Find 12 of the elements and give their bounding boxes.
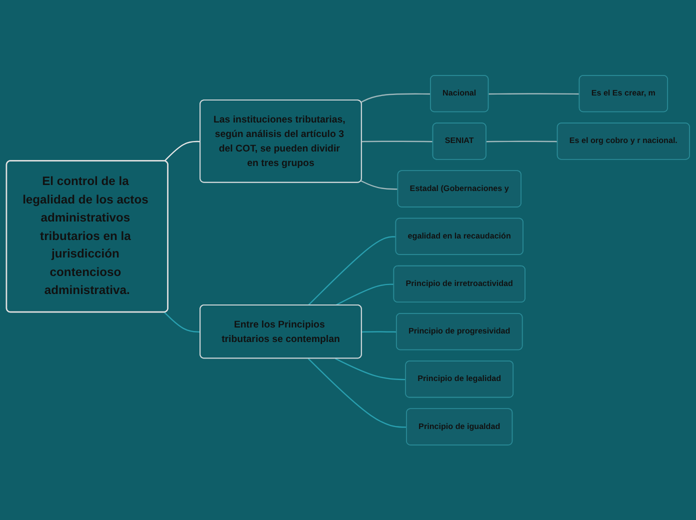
connector (362, 330, 397, 332)
connector (360, 93, 431, 103)
connector (486, 140, 558, 142)
connector (308, 236, 396, 306)
connector (360, 180, 398, 190)
connector (164, 140, 200, 162)
connector (335, 358, 406, 380)
connector (164, 312, 200, 332)
connector (488, 92, 580, 94)
connector (308, 358, 407, 428)
connector (362, 140, 434, 142)
connector (335, 284, 394, 306)
